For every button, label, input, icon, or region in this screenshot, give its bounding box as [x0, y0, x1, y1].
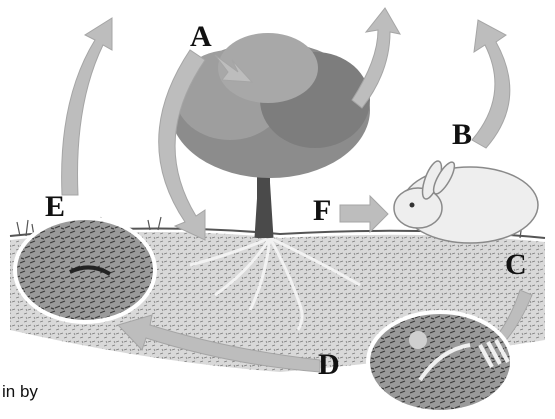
arrow-e-up	[62, 18, 112, 195]
caption-fragment: in by	[2, 382, 38, 402]
label-b: B	[452, 120, 472, 150]
arrow-tree-up	[352, 8, 400, 108]
label-a: A	[190, 22, 212, 52]
arrow-f-right	[340, 196, 388, 232]
label-e: E	[45, 192, 65, 222]
arrow-b-up	[472, 20, 510, 148]
label-d: D	[318, 350, 340, 380]
label-c: C	[505, 250, 527, 280]
soil-organisms-circle	[15, 218, 155, 322]
decomposing-remains-circle	[368, 312, 512, 412]
label-f: F	[313, 196, 331, 226]
